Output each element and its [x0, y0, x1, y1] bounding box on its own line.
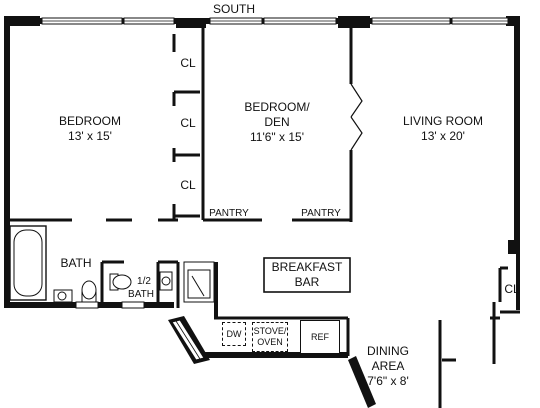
- room-name: 1/2: [137, 276, 151, 287]
- closet-label: CL: [180, 178, 196, 192]
- bath-fixtures: [53, 280, 97, 303]
- stove-label: STOVE/: [253, 326, 287, 336]
- closet-label: CL: [180, 116, 196, 130]
- half-bath-fixtures: [109, 271, 173, 291]
- room-name-line2: DEN: [264, 115, 290, 129]
- room-name-line2: BATH: [128, 289, 154, 300]
- refrigerator-label: REF: [311, 332, 329, 342]
- room-size: 7'6" x 8': [367, 374, 409, 388]
- oven-label: OVEN: [257, 337, 283, 347]
- interior-walls: [10, 28, 520, 408]
- refrigerator: REF: [300, 320, 340, 354]
- room-name: LIVING ROOM: [402, 114, 483, 128]
- room-name: BEDROOM: [58, 114, 121, 128]
- bath-label: BATH: [60, 256, 92, 270]
- kitchen-sink: [183, 261, 215, 303]
- room-size: 13' x 15': [68, 129, 112, 143]
- bar-name: BREAKFAST: [271, 260, 343, 274]
- dishwasher: DW: [222, 322, 246, 346]
- bar-name-line2: BAR: [294, 275, 320, 289]
- stove-oven: STOVE/ OVEN: [252, 322, 288, 352]
- pantry-label: PANTRY: [301, 208, 341, 219]
- dishwasher-label: DW: [226, 329, 242, 339]
- room-name: BEDROOM/: [244, 100, 310, 114]
- breakfast-bar: [263, 257, 351, 293]
- folding-door: [350, 83, 363, 151]
- bathtub: [9, 225, 47, 301]
- room-size: 11'6" x 15': [250, 130, 304, 144]
- kitchen-counter: [214, 262, 218, 318]
- room-name-line2: AREA: [371, 359, 405, 373]
- closet-label: CL: [180, 56, 196, 70]
- room-name: DINING: [367, 344, 409, 358]
- room-size: 13' x 20': [421, 129, 465, 143]
- closet-label: CL: [504, 282, 520, 296]
- pantry-label: PANTRY: [209, 208, 249, 219]
- compass-label: SOUTH: [213, 2, 255, 16]
